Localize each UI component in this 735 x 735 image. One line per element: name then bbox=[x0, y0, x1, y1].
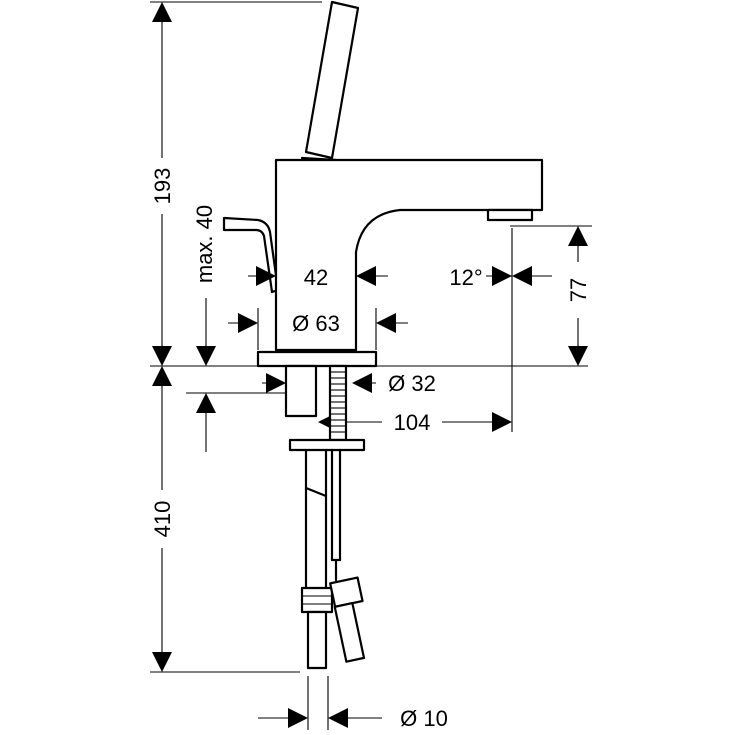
arrow-410-bottom bbox=[152, 652, 172, 672]
label-410: 410 bbox=[150, 501, 175, 538]
arrow-63-right bbox=[376, 313, 396, 333]
arrow-max40-top bbox=[196, 393, 216, 413]
base-plate bbox=[256, 350, 378, 368]
arrow-32-right bbox=[352, 373, 372, 393]
label-104: 104 bbox=[394, 410, 431, 435]
hose-right bbox=[330, 448, 342, 562]
arrow-32-left bbox=[266, 373, 286, 393]
arrow-12-right bbox=[512, 266, 532, 286]
lever-handle bbox=[304, 0, 360, 160]
dimension-labels: 193 max. 40 42 12° 77 Ø 63 Ø 32 104 410 … bbox=[150, 168, 591, 731]
arrow-193-bottom bbox=[152, 346, 172, 366]
drain-rod bbox=[222, 216, 280, 294]
label-max40: max. 40 bbox=[192, 205, 217, 283]
label-10: Ø 10 bbox=[400, 706, 448, 731]
label-193: 193 bbox=[150, 168, 175, 205]
arrow-410-top bbox=[152, 366, 172, 386]
label-32: Ø 32 bbox=[388, 371, 436, 396]
label-77: 77 bbox=[566, 278, 591, 302]
aerator bbox=[486, 208, 534, 222]
arrow-10-right bbox=[328, 708, 348, 728]
arrow-104-right bbox=[492, 412, 512, 432]
label-12deg: 12° bbox=[449, 265, 482, 290]
label-63: Ø 63 bbox=[292, 311, 340, 336]
arrow-193-top bbox=[152, 2, 172, 22]
label-42: 42 bbox=[304, 265, 328, 290]
arrow-12-left bbox=[492, 266, 512, 286]
faucet-body bbox=[274, 158, 544, 352]
arrow-42-right bbox=[356, 266, 376, 286]
hose-right-fitting bbox=[329, 576, 364, 608]
arrow-77-bottom bbox=[568, 346, 588, 366]
hose-left-fitting bbox=[300, 586, 334, 614]
shank bbox=[284, 364, 318, 418]
arrow-10-left bbox=[288, 708, 308, 728]
arrow-max40-bottom bbox=[196, 346, 216, 366]
threaded-rod bbox=[328, 364, 348, 442]
arrow-63-left bbox=[238, 313, 258, 333]
hose-left bbox=[304, 448, 328, 590]
mounting-nut bbox=[288, 438, 366, 452]
dimension-arrows bbox=[152, 2, 588, 728]
arrow-42-left bbox=[256, 266, 276, 286]
arrow-77-top bbox=[568, 226, 588, 246]
faucet bbox=[222, 0, 544, 670]
